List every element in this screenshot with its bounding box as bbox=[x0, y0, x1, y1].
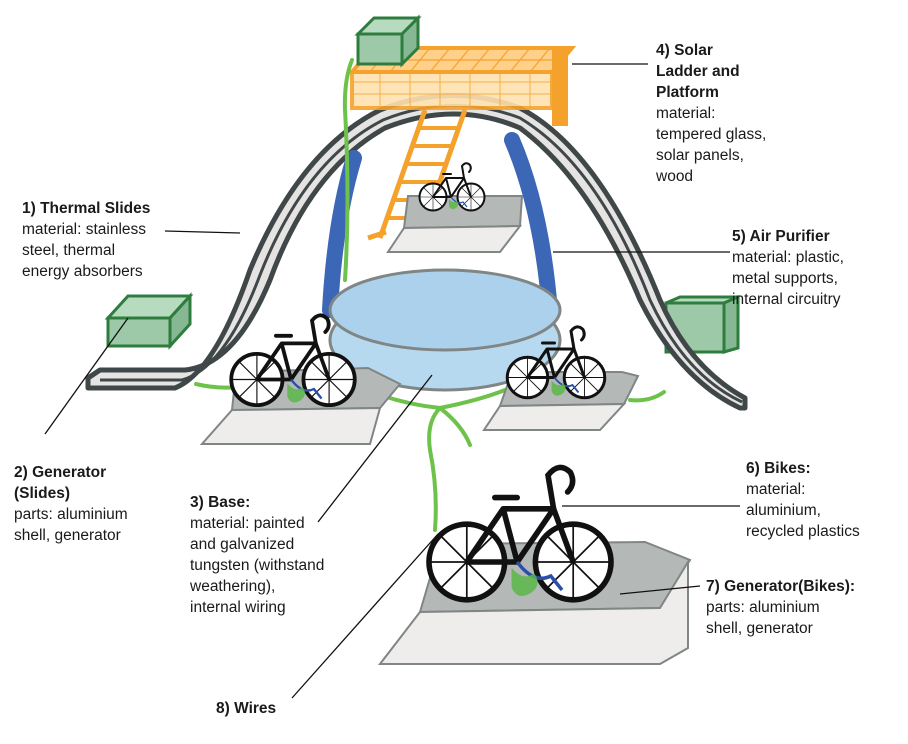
generator-slides-desc-1: parts: aluminium bbox=[14, 506, 128, 523]
label-generator-bikes: 7) Generator(Bikes): parts: aluminium sh… bbox=[706, 576, 855, 639]
generator-bikes-desc-1: parts: aluminium bbox=[706, 599, 820, 616]
bikes-desc-2: aluminium, bbox=[746, 502, 821, 519]
wires-title: 8) Wires bbox=[216, 700, 277, 717]
generator-box-left bbox=[104, 292, 194, 350]
air-purifier-desc-3: internal circuitry bbox=[732, 291, 841, 308]
label-solar: 4) Solar Ladder and Platform material: t… bbox=[656, 40, 766, 187]
base-desc-2: and galvanized bbox=[190, 536, 295, 553]
base-desc-4: weathering), bbox=[190, 578, 276, 595]
solar-title-1: 4) Solar bbox=[656, 42, 713, 59]
solar-desc-3: solar panels, bbox=[656, 147, 744, 164]
air-purifier-title: 5) Air Purifier bbox=[732, 228, 830, 245]
generator-slides-title-2: (Slides) bbox=[14, 485, 70, 502]
air-purifier-desc-2: metal supports, bbox=[732, 270, 838, 287]
bike-front bbox=[429, 467, 611, 599]
bike-back bbox=[418, 162, 486, 212]
thermal-slides-desc-3: energy absorbers bbox=[22, 263, 143, 280]
label-thermal-slides: 1) Thermal Slides material: stainless st… bbox=[22, 198, 150, 282]
solar-title-2: Ladder and bbox=[656, 63, 740, 80]
air-purifier-pipes bbox=[322, 132, 558, 320]
generator-slides-title-1: 2) Generator bbox=[14, 464, 107, 481]
bikes-desc-3: recycled plastics bbox=[746, 523, 860, 540]
base-title: 3) Base: bbox=[190, 494, 251, 511]
bikes-desc-1: material: bbox=[746, 481, 806, 498]
leader-lines bbox=[44, 63, 740, 699]
label-bikes: 6) Bikes: material: aluminium, recycled … bbox=[746, 458, 860, 542]
label-generator-slides: 2) Generator (Slides) parts: aluminium s… bbox=[14, 462, 128, 546]
solar-desc-1: material: bbox=[656, 105, 716, 122]
base-desc-5: internal wiring bbox=[190, 599, 286, 616]
label-wires: 8) Wires bbox=[216, 698, 276, 719]
label-air-purifier: 5) Air Purifier material: plastic, metal… bbox=[732, 226, 844, 310]
generator-bikes-title: 7) Generator(Bikes): bbox=[706, 578, 856, 595]
air-purifier-desc-1: material: plastic, bbox=[732, 249, 844, 266]
solar-desc-2: tempered glass, bbox=[656, 126, 767, 143]
base-pool bbox=[328, 268, 562, 392]
thermal-slides-desc-1: material: stainless bbox=[22, 221, 147, 238]
solar-title-3: Platform bbox=[656, 84, 719, 101]
generator-bikes-desc-2: shell, generator bbox=[706, 620, 813, 637]
solar-desc-4: wood bbox=[656, 168, 694, 185]
generator-box-top bbox=[354, 14, 422, 68]
base-desc-1: material: painted bbox=[190, 515, 305, 532]
label-base: 3) Base: material: painted and galvanize… bbox=[190, 492, 324, 618]
thermal-slides-title: 1) Thermal Slides bbox=[22, 200, 151, 217]
thermal-slides-desc-2: steel, thermal bbox=[22, 242, 116, 259]
base-desc-3: tungsten (withstand bbox=[190, 557, 325, 574]
bikes-title: 6) Bikes: bbox=[746, 460, 811, 477]
generator-slides-desc-2: shell, generator bbox=[14, 527, 121, 544]
